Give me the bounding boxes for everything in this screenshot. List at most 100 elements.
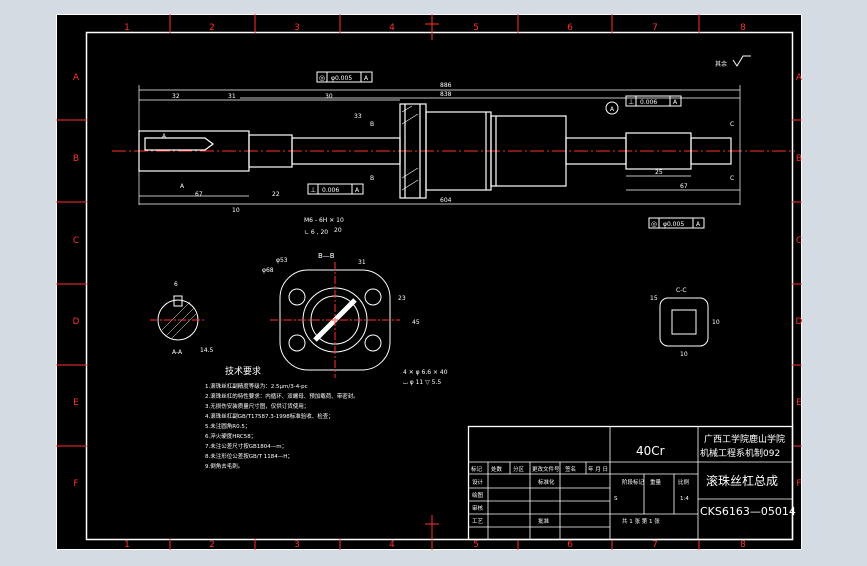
tol-value: φ0.005 xyxy=(331,75,352,82)
section-c-c: C-C 15 10 10 xyxy=(650,287,720,358)
col-label: 8 xyxy=(740,23,746,33)
dim-604: 604 xyxy=(440,197,452,204)
datum-circle xyxy=(605,101,619,115)
hole-depth-callout: ∟ 6 , 20 xyxy=(304,229,328,236)
tol-value: 0.006 xyxy=(322,187,339,194)
section-markers: A A B B A C C xyxy=(162,106,734,190)
dim-6: 6 xyxy=(174,281,178,288)
col-label: 4 xyxy=(389,540,395,550)
class-name: 机械工程系机制092 xyxy=(700,447,780,459)
row-label: B xyxy=(73,154,79,164)
main-view: 886 838 604 32 31 30 67 22 67 25 33 20 1… xyxy=(112,71,795,236)
tolerance-frame: ◎ φ0.005 A xyxy=(648,217,705,229)
dim-67: 67 xyxy=(195,191,203,198)
dim-25: 25 xyxy=(655,169,663,176)
dim-33: 33 xyxy=(354,113,362,120)
zone-markers: 1 2 3 4 5 6 7 8 1 2 3 4 5 6 7 8 A B C D … xyxy=(73,23,803,550)
tech-req-item: 4.滚珠丝杠副GB/T17587.3-1998标准验收、检查； xyxy=(205,412,334,420)
tolerance-frame: ⊥ 0.006 A xyxy=(625,95,682,107)
tol-datum: A xyxy=(355,187,360,194)
tol-datum: A xyxy=(364,75,369,82)
section-aa-title: A-A xyxy=(172,349,183,356)
dim-20: 20 xyxy=(334,227,342,234)
dim-32: 32 xyxy=(172,93,180,100)
tech-req-item: 3.无损伤安装质量尺寸图，仅供订货使用； xyxy=(205,402,309,410)
holes-callout: 4 ✕ φ 6.6 × 40 xyxy=(403,369,448,376)
section-c-bottom: C xyxy=(730,175,734,182)
section-b-bottom: B xyxy=(370,175,374,182)
tech-req-item: 1.滚珠丝杠副精度等级为：2.5μm/3-4-pc xyxy=(205,382,308,390)
dim-10: 10 xyxy=(232,207,240,214)
tol-symbol: ⊥ xyxy=(628,98,634,106)
col-label: 5 xyxy=(473,540,479,550)
row-label: C xyxy=(796,236,802,246)
header-cell: 处数 xyxy=(491,465,503,473)
section-a-top: A xyxy=(162,133,167,140)
row-label: F xyxy=(796,479,801,489)
dim-23: 23 xyxy=(398,295,406,302)
material: 40Cr xyxy=(636,444,665,458)
row-label: C xyxy=(73,236,79,246)
stage-value: S xyxy=(614,496,618,502)
label-process: 工艺 xyxy=(472,518,484,525)
label-stage: 阶段标记 xyxy=(622,478,645,486)
drawing-name: 滚珠丝杠总成 xyxy=(706,473,778,488)
section-b-b: B—B φ68 φ53 31 23 45 4 ✕ φ 6.6 × 40 ⌴ φ … xyxy=(262,252,448,386)
col-label: 3 xyxy=(294,540,300,550)
tol-datum: A xyxy=(673,99,678,106)
col-label: 5 xyxy=(473,23,479,33)
header-cell: 标记 xyxy=(471,465,483,473)
dim-10: 10 xyxy=(680,351,688,358)
row-label: B xyxy=(796,154,802,164)
section-a-bottom: A xyxy=(180,183,185,190)
label-standard: 标准化 xyxy=(538,478,555,486)
dim-31: 31 xyxy=(228,93,236,100)
col-label: 8 xyxy=(740,540,746,550)
dim-30: 30 xyxy=(325,93,333,100)
row-label: A xyxy=(73,73,80,83)
dimension-texts: 886 838 604 32 31 30 67 22 67 25 33 20 1… xyxy=(172,82,688,236)
dim-10: 10 xyxy=(712,319,720,326)
drawing-sheet xyxy=(57,14,802,550)
header-cell: 更改文件号 xyxy=(532,465,560,473)
row-label: D xyxy=(796,317,803,327)
dim-14-5: 14.5 xyxy=(200,347,214,354)
tolerance-frame: ⊥ 0.006 A xyxy=(307,183,364,195)
tech-req-item: 6.淬火硬度HRC58； xyxy=(205,432,256,440)
thread-callout: M6 - 6H ✕ 10 xyxy=(304,217,344,224)
roughness-symbol xyxy=(732,55,751,67)
col-label: 3 xyxy=(294,23,300,33)
label-scale: 比例 xyxy=(678,478,690,486)
tolerance-frame: ◎ φ0.005 A xyxy=(316,71,373,83)
header-cell: 分区 xyxy=(513,465,525,473)
row-label: E xyxy=(73,398,79,408)
label-design: 设计 xyxy=(472,478,484,486)
dim-31: 31 xyxy=(358,259,366,266)
row-label: A xyxy=(796,73,803,83)
section-bb-title: B—B xyxy=(318,252,335,260)
hatching xyxy=(401,105,419,191)
col-label: 1 xyxy=(124,540,130,550)
school-name: 广西工学院鹿山学院 xyxy=(704,433,785,445)
tol-symbol: ◎ xyxy=(651,220,657,228)
col-label: 7 xyxy=(652,540,658,550)
dim-15: 15 xyxy=(650,295,658,302)
dim-22: 22 xyxy=(272,191,280,198)
datum-a: A xyxy=(610,106,615,113)
header-cell: 签名 xyxy=(565,465,576,473)
row-label: D xyxy=(73,317,80,327)
label-weight: 重量 xyxy=(650,478,662,486)
roughness-note: 其余 xyxy=(715,60,727,68)
col-label: 4 xyxy=(389,23,395,33)
col-label: 6 xyxy=(567,540,573,550)
row-label: F xyxy=(73,479,78,489)
counterbore-callout: ⌴ φ 11 ▽ 5.5 xyxy=(403,379,441,386)
dim-45: 45 xyxy=(412,319,420,326)
dim-886: 886 xyxy=(440,82,452,89)
dim-outer: φ68 xyxy=(262,267,274,274)
section-cc-title: C-C xyxy=(676,287,687,294)
technical-requirements: 技术要求 1.滚珠丝杠副精度等级为：2.5μm/3-4-pc 2.滚珠丝杠的特性… xyxy=(205,365,359,470)
tech-req-title: 技术要求 xyxy=(225,365,261,377)
label-review: 审核 xyxy=(472,504,484,512)
